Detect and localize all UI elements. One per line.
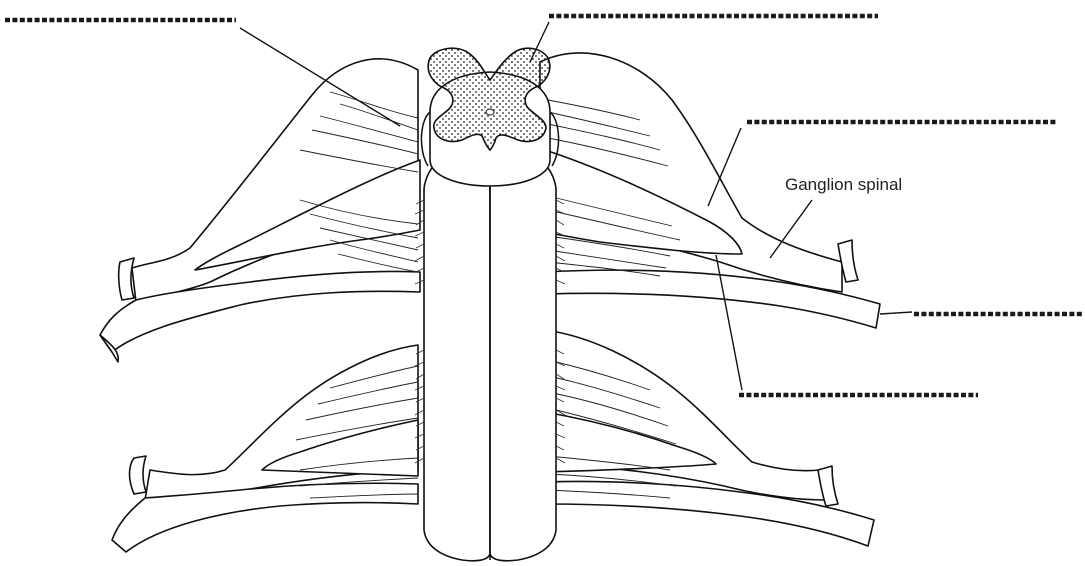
leader-line-right-middle (880, 312, 912, 314)
lower-left-nerve (112, 345, 418, 552)
lower-right-nerve (545, 330, 874, 546)
ganglion-label: Ganglion spinal (785, 175, 902, 194)
spinal-cord (421, 48, 558, 561)
upper-left-nerve (100, 59, 420, 362)
